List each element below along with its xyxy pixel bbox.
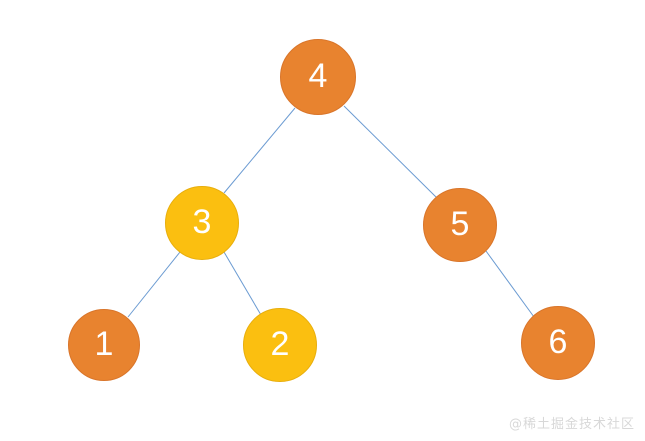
tree-node-label: 1	[94, 325, 114, 363]
tree-node-label: 3	[192, 203, 212, 241]
tree-edge-n5-n6	[485, 250, 535, 318]
tree-edge-n4-n5	[343, 105, 438, 199]
tree-node-6[interactable]: 6	[521, 306, 595, 380]
tree-node-5[interactable]: 5	[423, 188, 497, 262]
tree-node-label: 4	[308, 57, 328, 95]
tree-edge-n4-n3	[223, 107, 296, 194]
tree-edge-n3-n2	[223, 251, 262, 316]
watermark-text: @稀土掘金技术社区	[508, 417, 635, 432]
tree-node-3[interactable]: 3	[165, 186, 239, 260]
tree-node-2[interactable]: 2	[243, 308, 317, 382]
tree-node-4[interactable]: 4	[280, 39, 356, 115]
tree-node-label: 6	[548, 323, 568, 361]
tree-node-label: 2	[270, 325, 290, 363]
tree-edge-n3-n1	[127, 251, 181, 318]
tree-node-label: 5	[450, 205, 470, 243]
tree-node-1[interactable]: 1	[68, 309, 140, 381]
